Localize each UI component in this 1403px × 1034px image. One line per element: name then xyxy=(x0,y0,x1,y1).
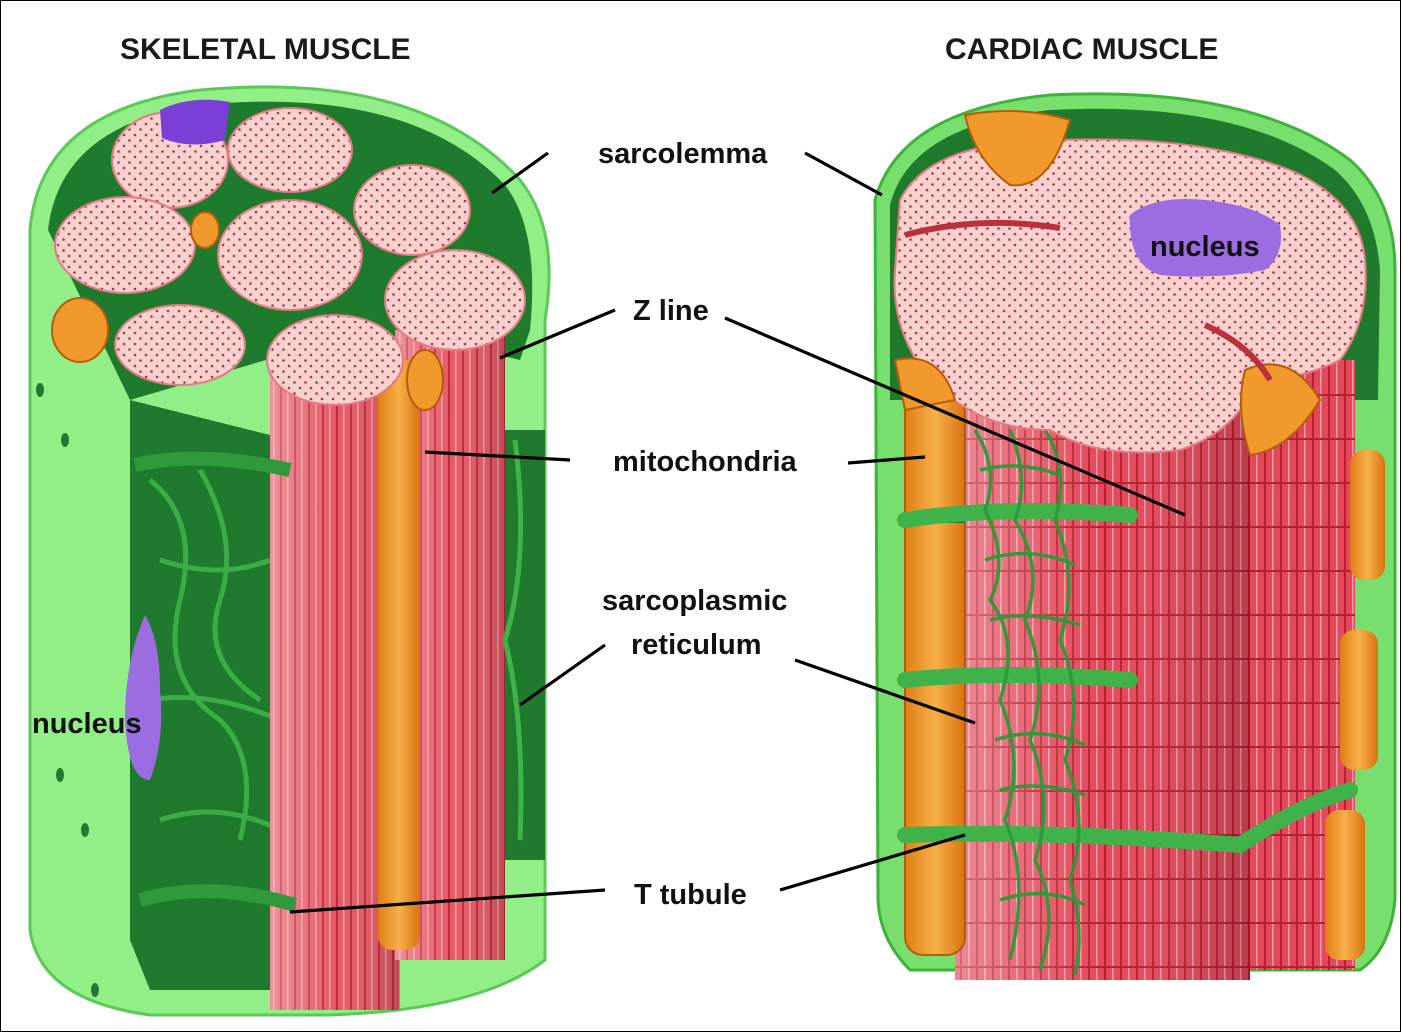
leader-sarcolemma-right xyxy=(805,153,882,195)
label-reticulum: reticulum xyxy=(631,629,762,661)
label-t-tubule: T tubule xyxy=(634,879,747,911)
cardiac-muscle-illustration xyxy=(875,94,1395,980)
label-z-line: Z line xyxy=(633,295,709,327)
skeletal-muscle-illustration xyxy=(30,87,549,1015)
title-skeletal-muscle: SKELETAL MUSCLE xyxy=(120,33,411,66)
label-nucleus-cardiac: nucleus xyxy=(1150,231,1260,263)
label-sarcoplasmic: sarcoplasmic xyxy=(602,585,787,617)
label-mitochondria: mitochondria xyxy=(613,446,798,478)
title-cardiac-muscle: CARDIAC MUSCLE xyxy=(945,33,1218,66)
label-sarcolemma: sarcolemma xyxy=(598,138,768,170)
label-nucleus-skeletal: nucleus xyxy=(32,708,142,740)
